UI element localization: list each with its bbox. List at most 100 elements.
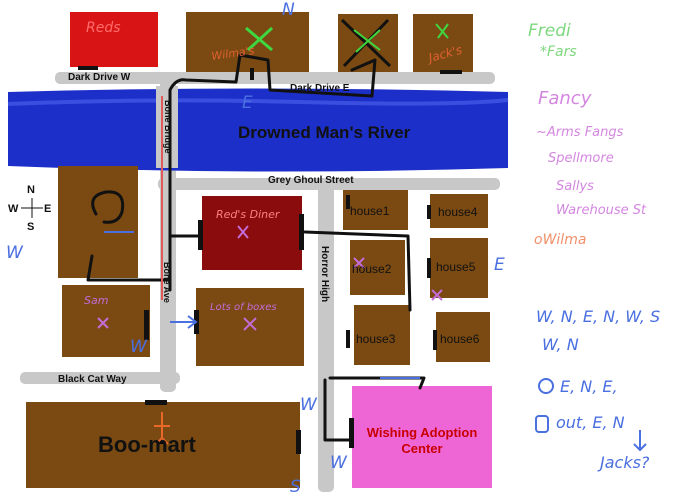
wishing-label-1: Wishing Adoption: [367, 425, 478, 440]
house3-building: [354, 305, 410, 365]
scribble-w-1: W: [6, 243, 24, 263]
legend: Fredi *Fars Fancy ~Arms Fangs Spellmore …: [528, 21, 647, 248]
compass: N S W E: [8, 184, 51, 233]
legend-item-3: Sallys: [556, 179, 594, 194]
legend-item-2: Spellmore: [548, 151, 614, 166]
route-to-center: [328, 376, 426, 390]
boxes-pink-x: [243, 317, 257, 331]
house6-label: house6: [440, 332, 480, 346]
route: [86, 53, 426, 442]
horror-high-label: Horror High: [319, 246, 330, 302]
jacks-green-x: [435, 23, 449, 39]
house4-label: house4: [438, 205, 478, 219]
wishing-label-2: Center: [401, 441, 442, 456]
legend-wilma: oWilma: [534, 232, 586, 248]
grey-ghoul-label: Grey Ghoul Street: [268, 175, 354, 186]
compass-w: W: [8, 203, 19, 215]
river-wave-highlight: [7, 98, 509, 106]
house4-building: [430, 194, 488, 228]
house-door-3: [427, 258, 431, 278]
reds-door: [78, 66, 98, 70]
legend-item-4: Warehouse St: [556, 203, 647, 218]
loop-icon: [538, 378, 554, 394]
wilmas-label: Wilma's: [211, 44, 256, 63]
compass-s: S: [27, 221, 34, 233]
legend-fancy: Fancy: [538, 88, 592, 109]
note-line-2: W, N: [542, 335, 579, 354]
note-line-3: E, N, E,: [560, 377, 618, 396]
scribble-w-4: W: [330, 453, 348, 473]
route-main: [168, 53, 377, 292]
compass-n: N: [27, 184, 35, 196]
scribble-w-3: W: [300, 395, 318, 415]
blue-arrow-1: [170, 315, 198, 329]
diner-pink-x: [237, 225, 249, 239]
black-cat-road: [20, 372, 180, 384]
horror-high-road: [318, 180, 334, 492]
arrow-down-icon: [633, 430, 647, 452]
sam-label: Sam: [84, 294, 108, 307]
dark-drive-w-label: Dark Drive W: [68, 72, 131, 83]
boxes-label: Lots of boxes: [210, 302, 277, 313]
boomart-label: Boo-mart: [98, 432, 196, 457]
legend-title: Fredi: [528, 21, 571, 41]
house5-label: house5: [436, 260, 476, 274]
house6-building: [436, 312, 490, 362]
note-line-1: W, N, E, N, W, S: [536, 307, 660, 326]
house1-label: house1: [350, 204, 390, 218]
wishing-door: [349, 418, 354, 448]
blue-arrows: [104, 231, 420, 379]
river-label: Drowned Man's River: [238, 123, 411, 142]
route-horror: [303, 230, 412, 312]
house-door-5: [433, 330, 437, 350]
route-to-west: [86, 254, 170, 282]
reds-building: [70, 12, 158, 67]
boomart-door: [145, 400, 167, 405]
houses-pink-x-2: [431, 289, 443, 301]
house2-label: house2: [352, 262, 392, 276]
river: [8, 88, 508, 172]
house-door-6: [250, 68, 254, 80]
west-building: [58, 166, 138, 278]
legend-sub: *Fars: [540, 44, 577, 60]
x-building-green-x: [353, 29, 381, 53]
boxes-building: [196, 288, 304, 366]
bone-ave-label: Bone Ave: [162, 262, 172, 303]
jacks-door: [440, 70, 462, 74]
house2-building: [350, 240, 405, 295]
house-door-4: [346, 330, 350, 348]
scribbled-letters: N W E E W W S W: [6, 0, 505, 497]
reds-label: Reds: [86, 20, 121, 36]
note-line-5: Jacks?: [597, 453, 650, 472]
scribble-s-1: S: [290, 477, 301, 497]
sam-pink-x: [97, 317, 109, 329]
black-cat-label: Black Cat Way: [58, 374, 127, 385]
wilmas-green-x: [245, 26, 274, 52]
reds-diner-building: [202, 196, 302, 270]
diner-door-right: [299, 214, 304, 250]
legend-item-1: ~Arms Fangs: [536, 125, 624, 140]
route-down: [323, 378, 354, 442]
house1-building: [343, 190, 408, 230]
note-line-4: out, E, N: [556, 413, 625, 432]
boomart-door-right: [296, 430, 301, 454]
jacks-building: [413, 14, 473, 72]
boomart-orange-figure: [154, 412, 170, 445]
scribble-n-1: N: [282, 0, 295, 20]
jar-icon: [535, 415, 549, 433]
direction-notes: W, N, E, N, W, S W, N E, N, E, out, E, N…: [535, 307, 660, 472]
wilmas-building: [186, 12, 309, 72]
sam-door: [144, 310, 149, 340]
house-door-1: [346, 195, 350, 209]
reds-diner-label: Red's Diner: [216, 208, 281, 221]
scribble-e-1: E: [242, 93, 253, 113]
bone-bridge-label: Bone Bridge: [163, 100, 173, 154]
house3-label: house3: [356, 332, 396, 346]
route-loop: [91, 190, 125, 224]
wishing-building: [352, 386, 492, 488]
house5-building: [430, 238, 488, 298]
compass-e: E: [44, 203, 51, 215]
houses-pink-x-1: [353, 257, 365, 269]
dark-drive-e-label: Dark Drive E: [290, 83, 350, 94]
